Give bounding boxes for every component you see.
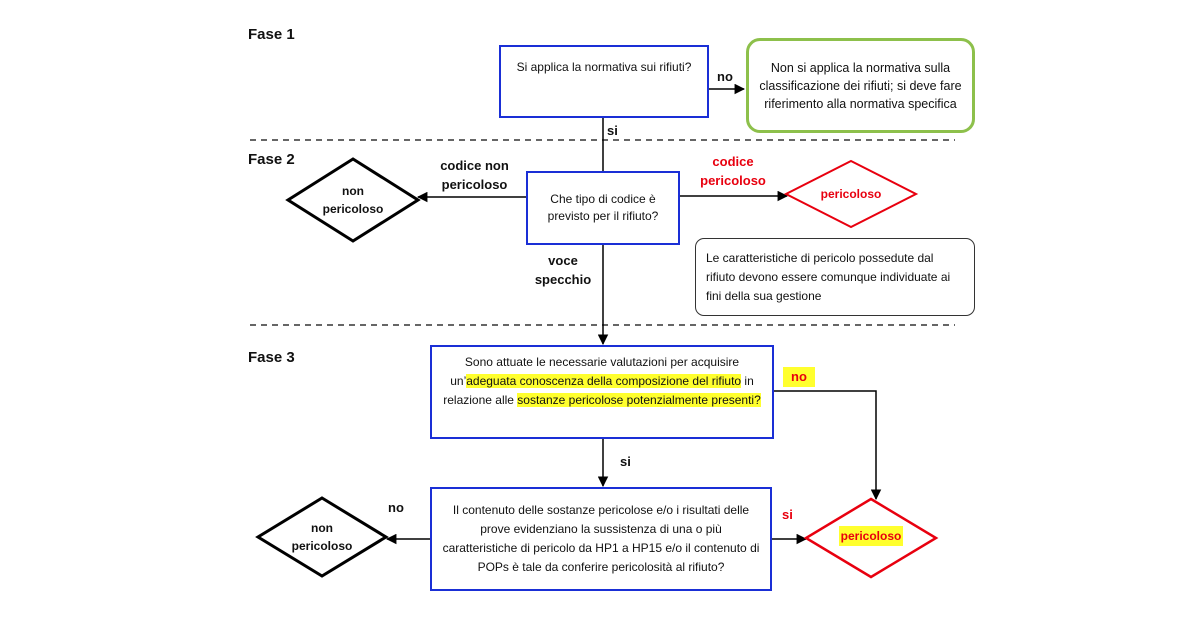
fase3-q2-si-label: si: [782, 507, 793, 522]
diamond-f3-non-pericoloso: [255, 496, 389, 578]
fase3-q2-no-label: no: [388, 500, 404, 515]
fase2-note-text: Le caratteristiche di pericolo possedute…: [706, 250, 951, 303]
fase2-codice-pericoloso-label: codice pericoloso: [700, 154, 766, 188]
fase2-non-pericoloso-text: non pericoloso: [322, 184, 384, 216]
fase1-no-label: no: [717, 69, 733, 84]
diamond-f2-non-pericoloso: [285, 157, 421, 243]
fase3-question-box: Sono attuate le necessarie valutazioni p…: [430, 345, 774, 439]
fase1-no-result-box: Non si applica la normativa sulla classi…: [746, 38, 975, 133]
phase-2-heading: Fase 2: [248, 151, 295, 168]
highlight-sostanze-pericolose: sostanze pericolose potenzialmente prese…: [517, 393, 761, 407]
fase3-question-text: Sono attuate le necessarie valutazioni p…: [443, 355, 761, 407]
fase1-question-text: Si applica la normativa sui rifiuti?: [516, 60, 692, 74]
fase1-no-result-text: Non si applica la normativa sulla classi…: [759, 60, 962, 111]
fase2-pericoloso-text: pericoloso: [820, 187, 882, 201]
highlight-adeguata-conoscenza: adeguata conoscenza della composizione d…: [466, 374, 742, 388]
fase3-si-label: si: [620, 454, 631, 469]
arrow-f3-no: [774, 390, 882, 501]
fase3-pericoloso-text: pericoloso: [831, 526, 911, 546]
phase-1-heading: Fase 1: [248, 26, 295, 43]
fase2-question-text: Che tipo di codice è previsto per il rif…: [547, 192, 659, 223]
fase3-non-pericoloso-text: non pericoloso: [291, 521, 353, 553]
fase3-pericoloso-highlight: pericoloso: [838, 526, 904, 546]
fase3-question2-text: Il contenuto delle sostanze pericolose e…: [442, 503, 760, 574]
fase2-codice-non-pericoloso-label: codice non pericoloso: [440, 158, 509, 192]
fase1-question-box: Si applica la normativa sui rifiuti?: [499, 45, 709, 118]
fase1-si-label: si: [607, 123, 618, 138]
fase2-voce-specchio-label: voce specchio: [534, 253, 592, 287]
fase2-question-box: Che tipo di codice è previsto per il rif…: [526, 171, 680, 245]
fase3-question2-box: Il contenuto delle sostanze pericolose e…: [430, 487, 772, 591]
fase3-no-label: no: [783, 367, 815, 387]
phase-3-heading: Fase 3: [248, 349, 295, 366]
fase2-note-box: Le caratteristiche di pericolo possedute…: [695, 238, 975, 316]
diamond-f2-pericoloso: [783, 159, 919, 229]
